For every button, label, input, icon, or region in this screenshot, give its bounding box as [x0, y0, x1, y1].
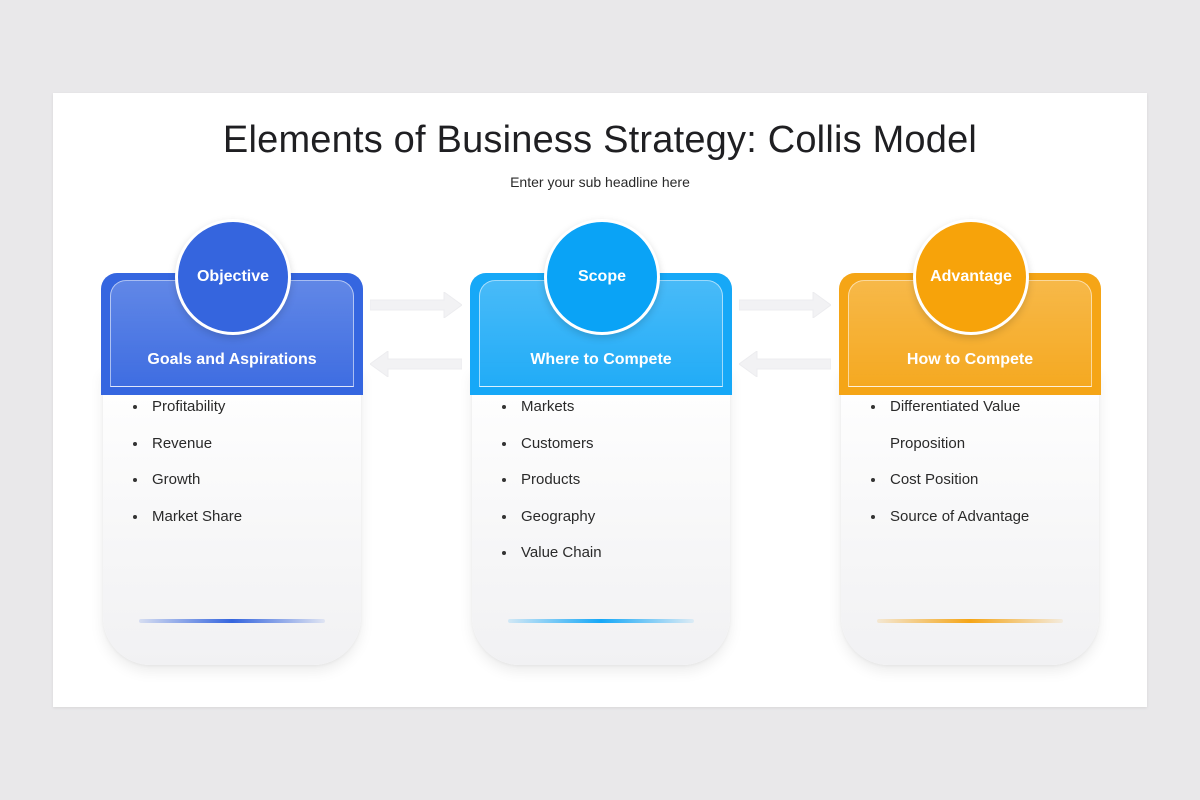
bullet-list: Markets Customers Products Geography Val…: [500, 389, 710, 572]
list-item: Value Chain: [500, 535, 710, 572]
arrow-left-icon: [739, 351, 831, 377]
arrow-left-icon: [370, 351, 462, 377]
list-item: Differentiated Value: [869, 389, 1079, 426]
accent-line: [877, 619, 1063, 623]
bullet-list: Differentiated Value Proposition Cost Po…: [869, 389, 1079, 535]
card-header-label: Goals and Aspirations: [147, 351, 317, 368]
page-subtitle: Enter your sub headline here: [510, 174, 690, 190]
card-body: [841, 369, 1099, 665]
accent-line: [508, 619, 694, 623]
list-item: Market Share: [131, 499, 341, 536]
column-objective: Goals and Aspirations Objective Profitab…: [101, 219, 363, 667]
arrow-right-icon: [370, 292, 462, 318]
list-item-continued: Proposition: [890, 434, 966, 452]
accent-line: [139, 619, 325, 623]
column-advantage: How to Compete Advantage Differentiated …: [839, 219, 1101, 667]
circle-badge: Objective: [175, 219, 291, 335]
page-title: Elements of Business Strategy: Collis Mo…: [222, 119, 978, 161]
list-item: Revenue: [131, 426, 341, 463]
bullet-list: Profitability Revenue Growth Market Shar…: [131, 389, 341, 535]
list-item: Geography: [500, 499, 710, 536]
card-body: [472, 369, 730, 665]
card-header-label: How to Compete: [906, 351, 1034, 368]
list-item: Profitability: [131, 389, 341, 426]
list-item: Cost Position: [869, 462, 1079, 499]
list-item: Markets: [500, 389, 710, 426]
card-header-label: Where to Compete: [530, 351, 672, 368]
arrow-right-icon: [739, 292, 831, 318]
list-item: Products: [500, 462, 710, 499]
list-item: Customers: [500, 426, 710, 463]
column-scope: Where to Compete Scope Markets Customers…: [470, 219, 732, 667]
circle-badge: Scope: [544, 219, 660, 335]
list-item: Growth: [131, 462, 341, 499]
card-body: [103, 369, 361, 665]
list-item: Source of Advantage: [869, 499, 1079, 536]
circle-badge: Advantage: [913, 219, 1029, 335]
slide: Elements of Business Strategy: Collis Mo…: [53, 93, 1147, 707]
